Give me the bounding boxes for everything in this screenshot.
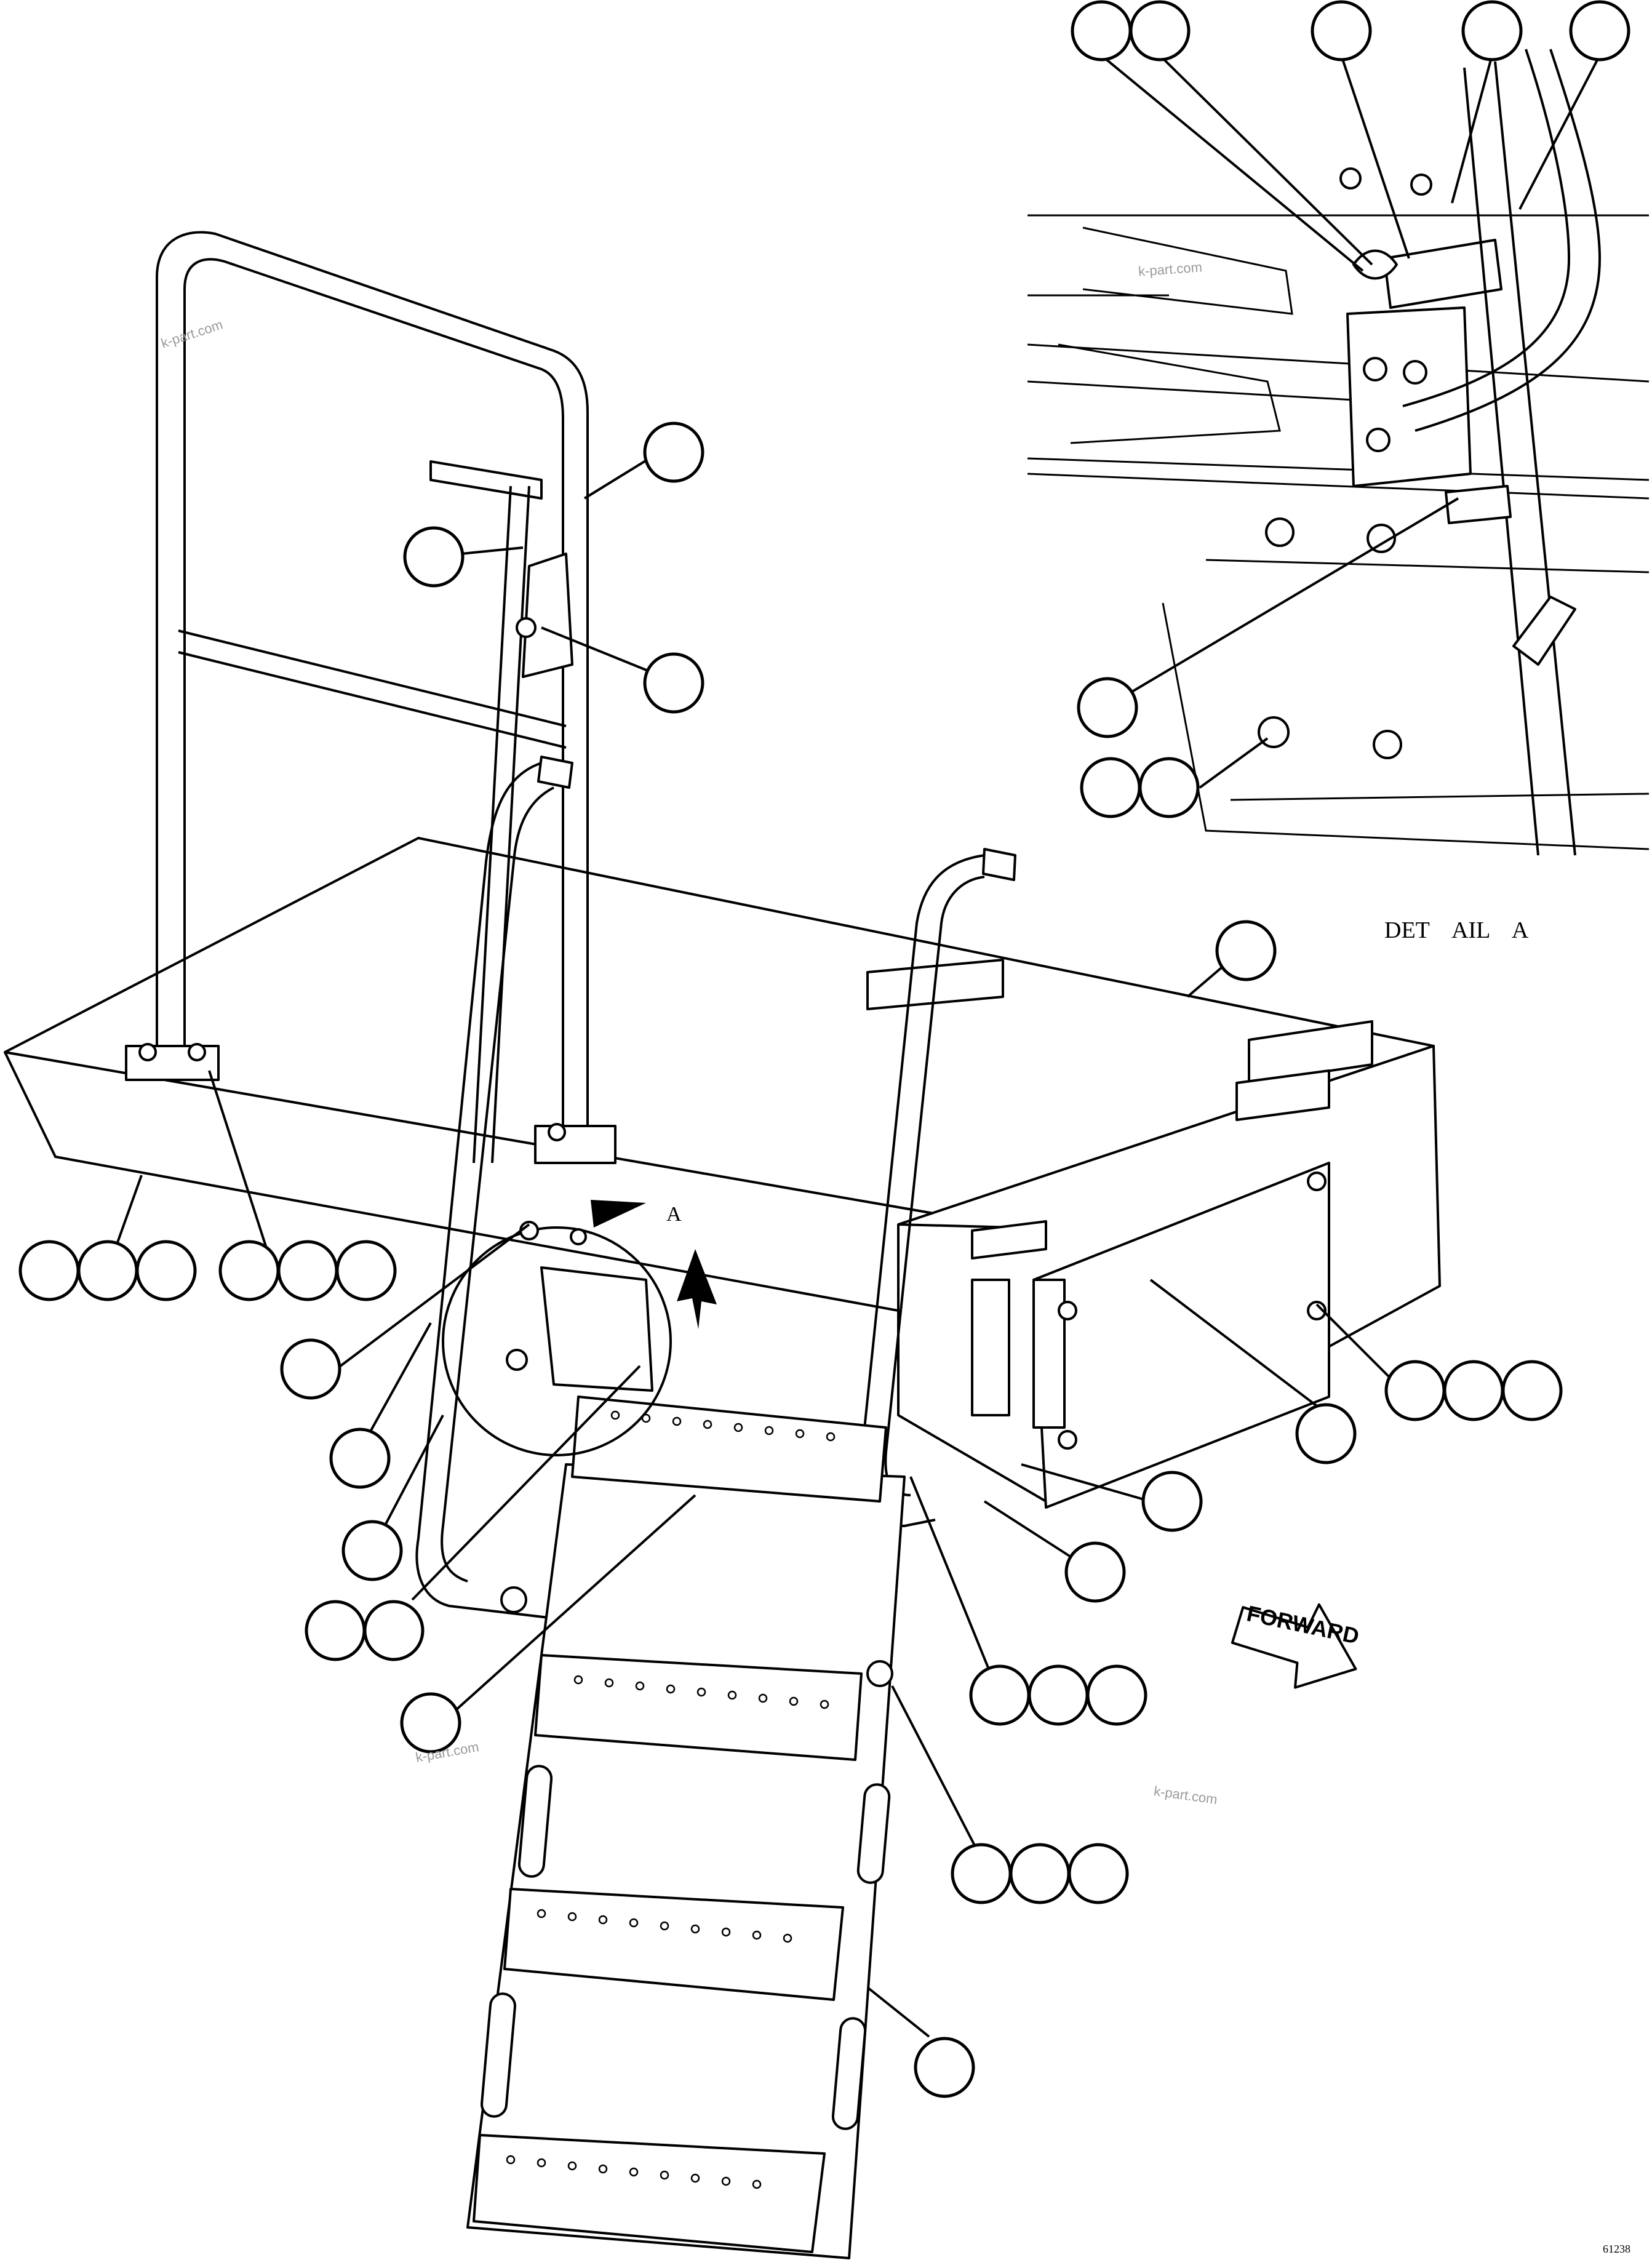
- step: [473, 2134, 826, 2253]
- callout-bubble: [1138, 757, 1200, 818]
- hex-bolt: [1410, 174, 1432, 196]
- view-arrow: [591, 1200, 646, 1228]
- callout-bubble: [1067, 1843, 1129, 1904]
- deck-pad: [1248, 1020, 1373, 1084]
- callout-bubble: [1141, 1471, 1203, 1532]
- callout-bubble: [1215, 920, 1277, 981]
- callout-bubble: [1028, 1664, 1089, 1726]
- detail-a-callout-circle: [442, 1200, 717, 1456]
- callout-bubble: [280, 1338, 341, 1400]
- latch-pin: [1445, 485, 1512, 524]
- callout-bubble: [1077, 677, 1138, 738]
- callout-bubble: [1064, 1541, 1126, 1603]
- callout-bubble: [305, 1600, 366, 1661]
- callout-bubble: [1384, 1360, 1446, 1421]
- bumper: [866, 1660, 893, 1687]
- spring-pin: [1383, 239, 1502, 309]
- callout-bubble: [969, 1664, 1031, 1726]
- bracket-plate: [1032, 1279, 1066, 1429]
- callout-bubble: [1071, 0, 1132, 62]
- platform-deck: [4, 837, 1441, 1509]
- step: [534, 1654, 863, 1761]
- callout-bubble: [277, 1240, 338, 1301]
- rail-end-cap: [537, 756, 573, 789]
- release-lever: [429, 460, 573, 1164]
- callout-bubble: [1129, 0, 1191, 62]
- callout-bubble: [77, 1240, 138, 1301]
- callout-bubble: [1311, 0, 1372, 62]
- detail-handrail: [1415, 49, 1602, 432]
- callout-bubble: [643, 652, 704, 714]
- side-panel: [1032, 1162, 1330, 1509]
- callout-bubble: [1086, 1664, 1147, 1726]
- callout-bubble: [1461, 0, 1523, 62]
- bracket-bolt: [1363, 357, 1387, 381]
- bracket-bolt: [1403, 360, 1427, 385]
- callout-bubble: [1443, 1360, 1504, 1421]
- hex-bolt: [1373, 730, 1402, 759]
- callout-bubble: [329, 1427, 391, 1489]
- detail-a-reference-label: A: [666, 1203, 682, 1226]
- rail-base: [534, 1125, 617, 1164]
- view-arrow: [677, 1249, 717, 1329]
- deck-pad: [1235, 1069, 1330, 1121]
- callout-bubble: [951, 1843, 1012, 1904]
- callout-bubble: [218, 1240, 280, 1301]
- detail-a-view: [1027, 49, 1650, 856]
- callout-bubble: [643, 421, 704, 483]
- knob: [1512, 596, 1576, 666]
- callout-bubble: [1295, 1403, 1357, 1464]
- step-top: [571, 1396, 887, 1503]
- bracket-plate: [971, 1279, 1010, 1416]
- lever-bracket: [522, 553, 573, 678]
- callout-bubble: [1569, 0, 1630, 62]
- callout-bubble: [335, 1240, 397, 1301]
- callout-bubble: [363, 1600, 425, 1661]
- callout-bubble: [400, 1692, 461, 1754]
- forward-arrow: [1231, 1603, 1357, 1689]
- leader-lines: [110, 54, 1601, 2038]
- ladder: [466, 1396, 906, 2259]
- hex-bolt: [1367, 524, 1396, 553]
- lever-handle: [429, 460, 543, 500]
- callout-bubbles: [18, 0, 1630, 2098]
- deck-pad: [971, 1220, 1047, 1260]
- callout-bubble: [341, 1520, 403, 1581]
- bumper: [500, 1586, 527, 1613]
- detail-a-title: DET AIL A: [1384, 917, 1529, 943]
- callout-bubble: [403, 526, 465, 588]
- callout-bubble: [135, 1240, 197, 1301]
- callout-bubble: [1080, 757, 1141, 818]
- callout-bubble: [1501, 1360, 1563, 1421]
- callout-bubble: [914, 2037, 975, 2098]
- callout-bubble: [18, 1240, 80, 1301]
- hex-bolt: [1265, 517, 1295, 547]
- hex-bolt: [1339, 167, 1362, 190]
- handrail: [125, 231, 617, 1164]
- step: [503, 1888, 844, 2001]
- rail-end-cap: [982, 848, 1016, 881]
- bracket-bolt: [1366, 428, 1391, 452]
- drawing-number: 61238: [1603, 2243, 1630, 2255]
- hinge-bracket: [1346, 306, 1472, 487]
- callout-bubble: [1009, 1843, 1071, 1904]
